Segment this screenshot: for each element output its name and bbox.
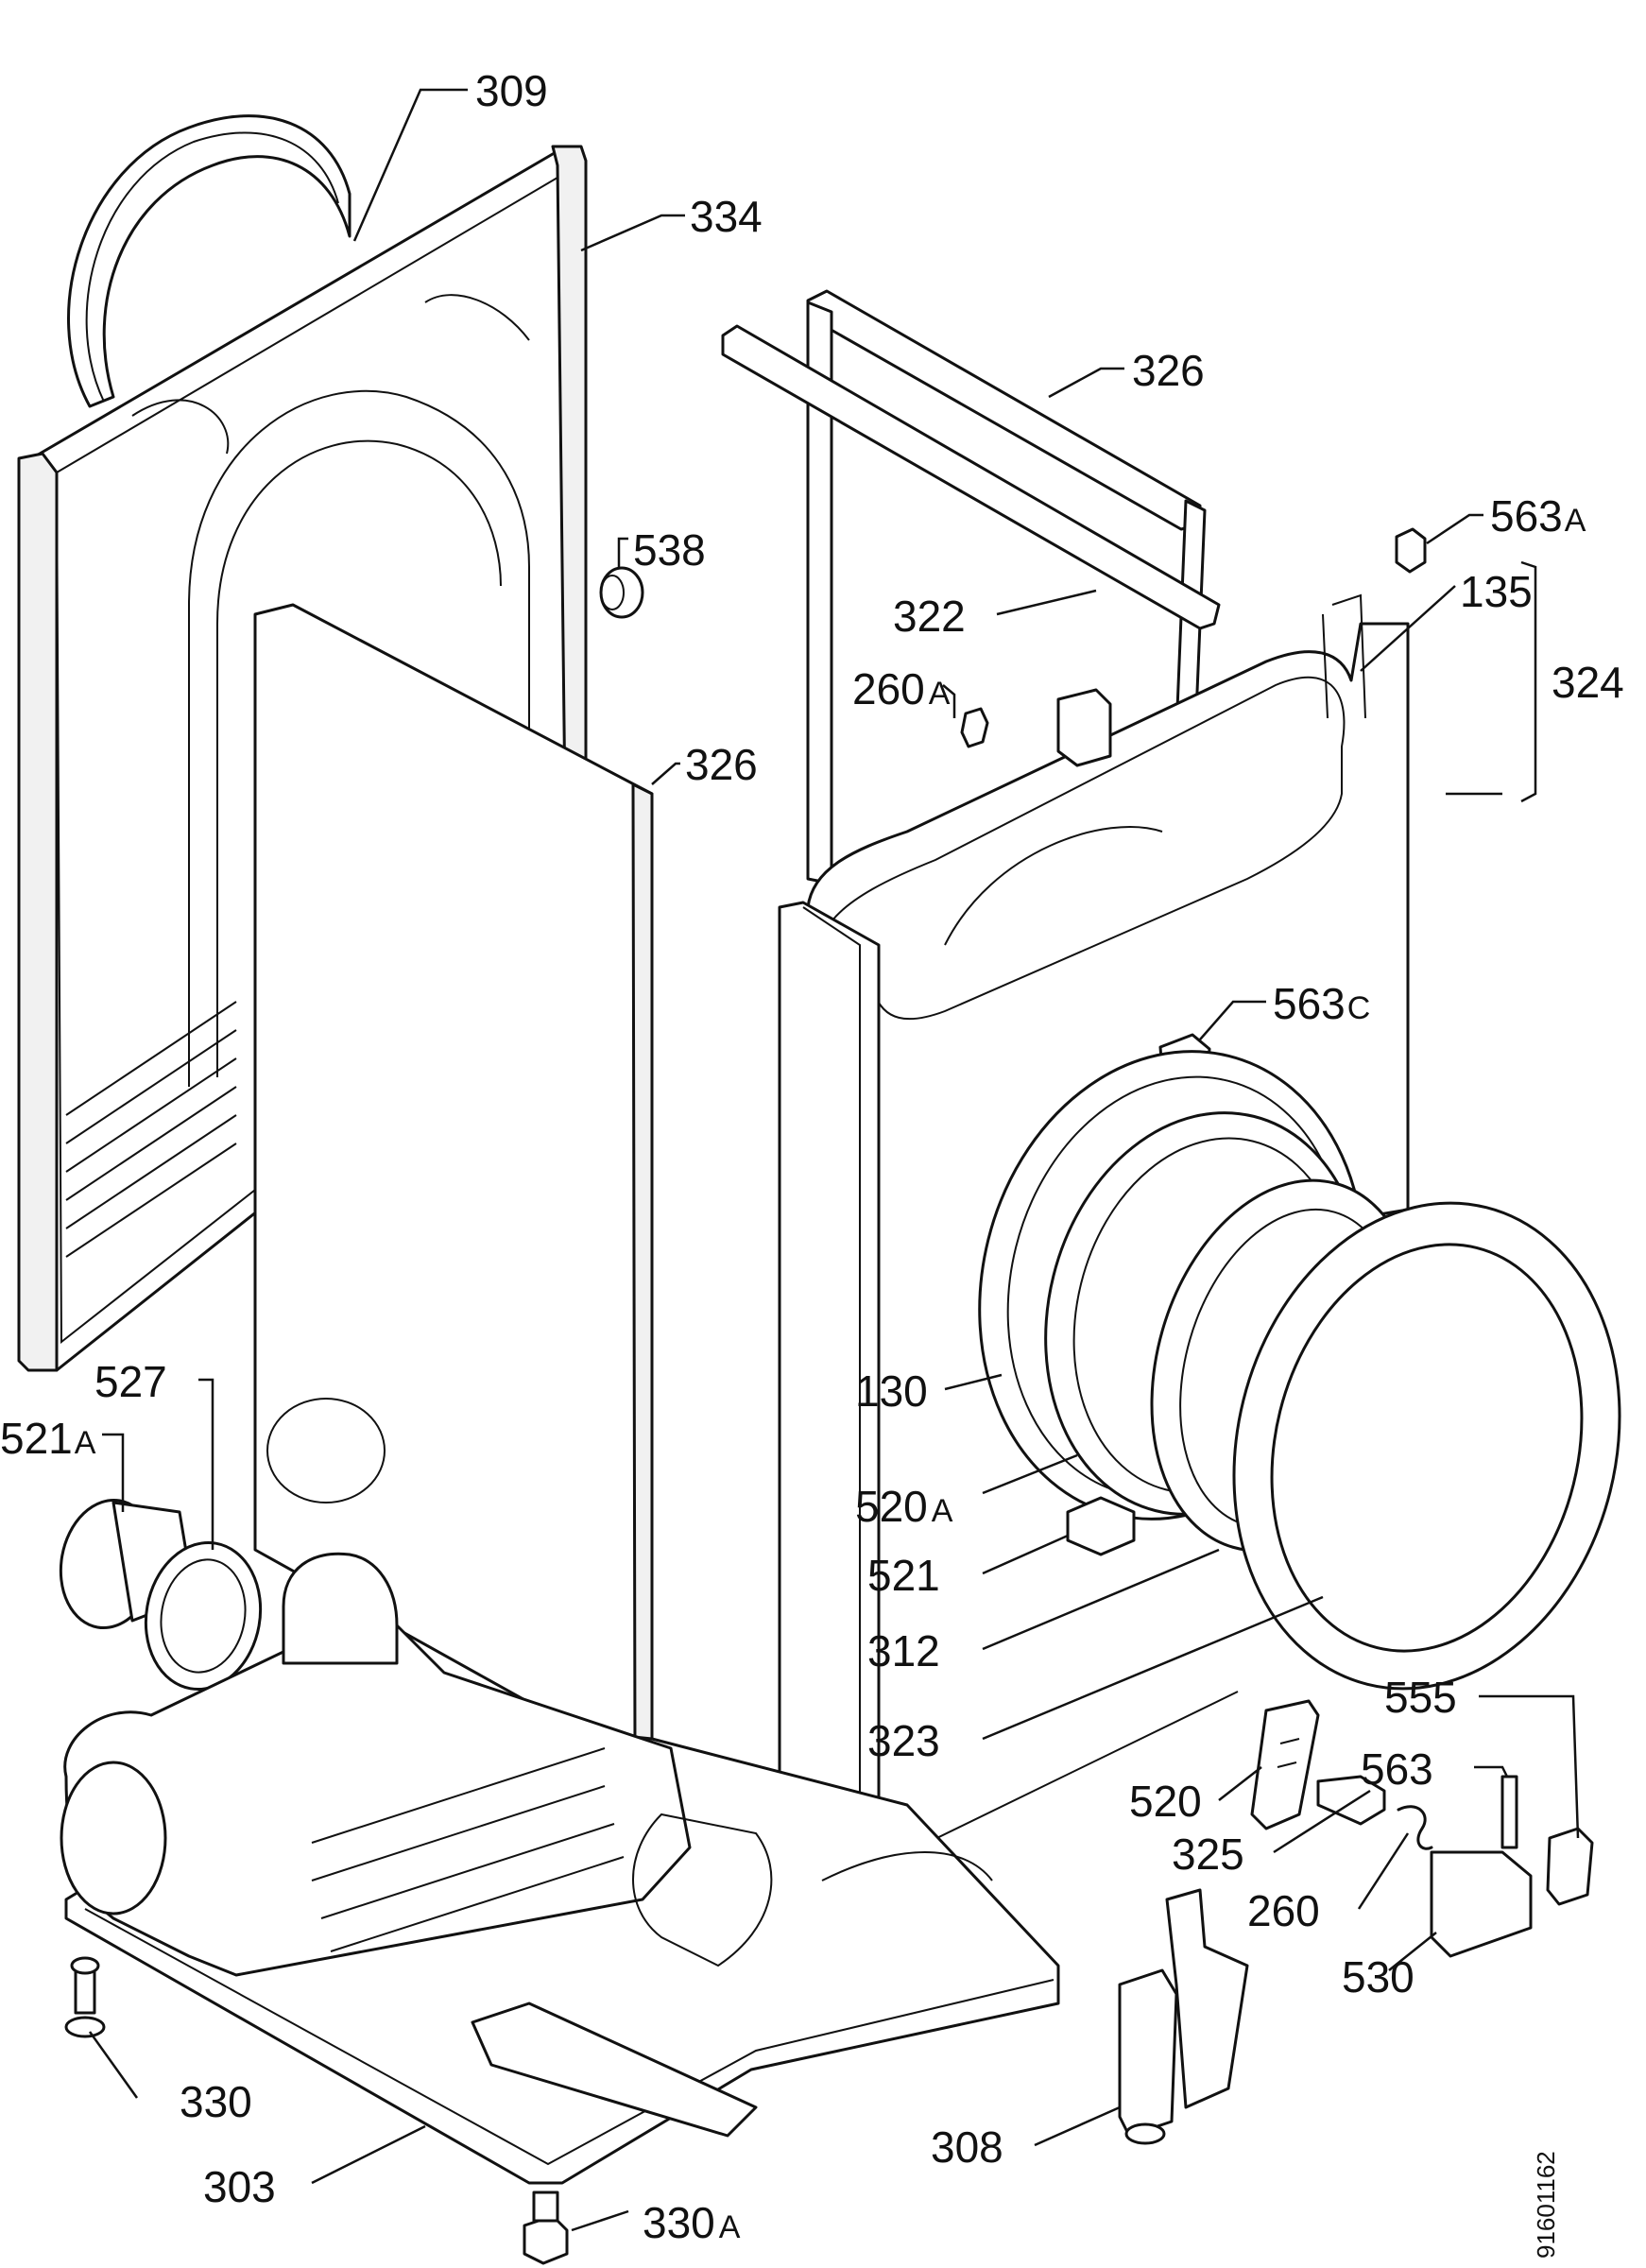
part-260a-clip bbox=[960, 707, 989, 748]
label-309: 309 bbox=[475, 66, 548, 115]
part-538-bushing bbox=[599, 566, 644, 619]
label-334: 334 bbox=[690, 192, 763, 241]
label-330: 330 bbox=[180, 2077, 252, 2126]
part-530-hinge-plate bbox=[1430, 1850, 1533, 1958]
part-309-rear-seal bbox=[67, 114, 351, 408]
label-303: 303 bbox=[203, 2162, 276, 2211]
part-303-base bbox=[60, 1552, 1060, 2185]
label-135: 135 bbox=[1460, 567, 1533, 616]
label-325: 325 bbox=[1172, 1830, 1244, 1879]
part-563-pin bbox=[1500, 1775, 1518, 1849]
label-555: 555 bbox=[1384, 1673, 1457, 1722]
label-520: 520 bbox=[1129, 1777, 1202, 1826]
part-260-spring bbox=[1397, 1805, 1433, 1850]
leader-lines bbox=[88, 88, 1580, 2232]
part-521a-intake bbox=[59, 1498, 196, 1630]
label-326-top: 326 bbox=[1132, 346, 1205, 395]
label-527: 527 bbox=[94, 1357, 167, 1406]
label-538: 538 bbox=[633, 525, 706, 575]
part-330-foot bbox=[64, 1956, 106, 2038]
part-563a-clip bbox=[1395, 527, 1427, 574]
label-563c: 563C bbox=[1273, 979, 1370, 1028]
part-308-hinge bbox=[1118, 1888, 1249, 2145]
part-555-cover bbox=[1546, 1827, 1594, 1906]
label-130: 130 bbox=[855, 1366, 928, 1416]
label-322: 322 bbox=[893, 592, 966, 641]
label-521a: 521A bbox=[0, 1414, 96, 1463]
label-326-side: 326 bbox=[685, 740, 758, 789]
document-number: 91601162 bbox=[1532, 2151, 1560, 2259]
label-563a: 563A bbox=[1490, 491, 1586, 541]
label-324: 324 bbox=[1552, 658, 1624, 707]
label-530: 530 bbox=[1342, 1952, 1415, 2002]
part-323-door bbox=[1232, 1201, 1621, 1691]
label-521: 521 bbox=[867, 1551, 940, 1600]
part-527-ring bbox=[144, 1540, 263, 1692]
part-330a-foot bbox=[523, 2191, 569, 2265]
label-323: 323 bbox=[867, 1716, 940, 1765]
part-520-lock bbox=[1250, 1699, 1320, 1830]
label-563: 563 bbox=[1361, 1744, 1433, 1794]
label-308: 308 bbox=[931, 2122, 1003, 2172]
part-521-door-switch bbox=[1066, 1496, 1136, 1556]
part-322-front-rail bbox=[721, 324, 1221, 630]
label-260: 260 bbox=[1247, 1886, 1320, 1935]
label-312: 312 bbox=[867, 1626, 940, 1675]
